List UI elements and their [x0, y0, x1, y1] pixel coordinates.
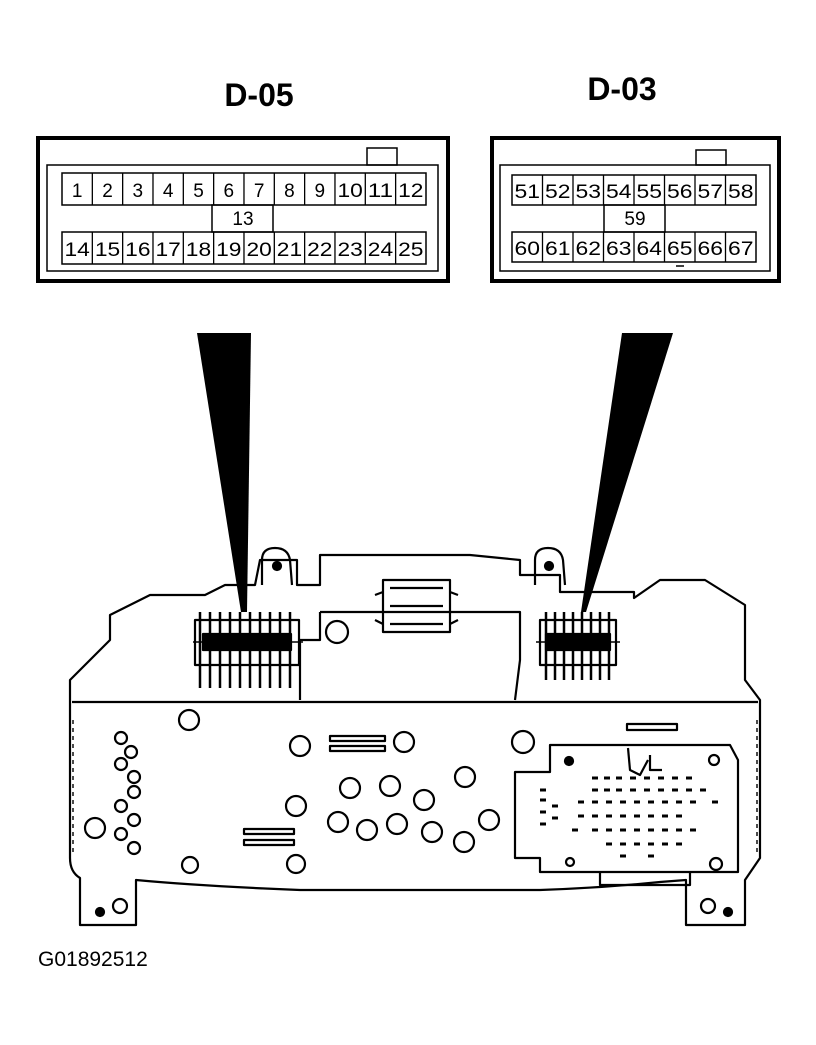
pin-label: 64	[637, 239, 663, 260]
mounting-tab	[260, 546, 294, 586]
pin-label: 2	[102, 181, 113, 202]
pin-label: 16	[125, 240, 150, 261]
pin-label: 24	[368, 240, 394, 261]
connector-outer-frame	[490, 136, 781, 283]
pin-label: 12	[398, 181, 423, 202]
cluster-connector-d05	[193, 612, 303, 688]
pin-label: 1	[72, 181, 83, 202]
pin-label: 17	[155, 240, 180, 261]
pin-label: 54	[606, 182, 632, 203]
instrument-cluster	[68, 546, 762, 927]
pin-cell-13	[211, 204, 274, 233]
pin-label: 65	[667, 239, 693, 260]
pin-label: 20	[246, 240, 271, 261]
pointer-wedge-d05	[197, 333, 251, 612]
pin-label: 22	[307, 240, 332, 261]
cluster-housing	[68, 553, 762, 927]
connector-title: D-03	[587, 71, 656, 107]
pin-label: 67	[728, 239, 754, 260]
pin-label: 14	[65, 240, 91, 261]
connector-inner-frame	[499, 164, 771, 272]
solder-pads	[540, 776, 718, 858]
pin-label: 9	[315, 181, 326, 202]
pin-label: 55	[637, 182, 663, 203]
pin-label: 3	[133, 181, 144, 202]
pin-label: 19	[216, 240, 241, 261]
pin-label: 25	[398, 240, 423, 261]
pin-label: 15	[95, 240, 120, 261]
pin-label: 61	[545, 239, 571, 260]
pin-label: 7	[254, 181, 265, 202]
center-connector	[381, 578, 452, 634]
pin-label: 21	[277, 240, 302, 261]
pin-label: 53	[576, 182, 602, 203]
pin-label: 56	[667, 182, 693, 203]
pin-label: 18	[186, 240, 211, 261]
pin-label: 8	[284, 181, 295, 202]
pin-label: 23	[337, 240, 362, 261]
connector-latch	[366, 147, 398, 166]
pin-label: 52	[545, 182, 571, 203]
pin-label: 4	[163, 181, 174, 202]
pin-label: 66	[698, 239, 724, 260]
mounting-tab	[533, 546, 567, 586]
cluster-connector-d03	[536, 612, 620, 680]
pin-label: 51	[515, 182, 541, 203]
pin-label: 62	[576, 239, 602, 260]
pin-label: 60	[515, 239, 541, 260]
pin-label: 59	[624, 209, 645, 230]
pin-label: 57	[698, 182, 724, 203]
connector-outer-frame	[36, 136, 450, 283]
pin-label: 58	[728, 182, 754, 203]
pin-label: 6	[224, 181, 235, 202]
sub-board	[513, 743, 740, 874]
pin-label: 11	[368, 181, 393, 202]
connector-title: D-05	[224, 77, 293, 113]
pointer-wedge-d03	[581, 333, 673, 612]
figure-id: G01892512	[38, 948, 148, 971]
pin-label: 13	[232, 209, 253, 230]
connector-latch	[695, 149, 727, 166]
pin-label: 63	[606, 239, 632, 260]
pin-label: 5	[193, 181, 204, 202]
connector-inner-frame	[46, 164, 439, 272]
pin-label: 10	[337, 181, 362, 202]
